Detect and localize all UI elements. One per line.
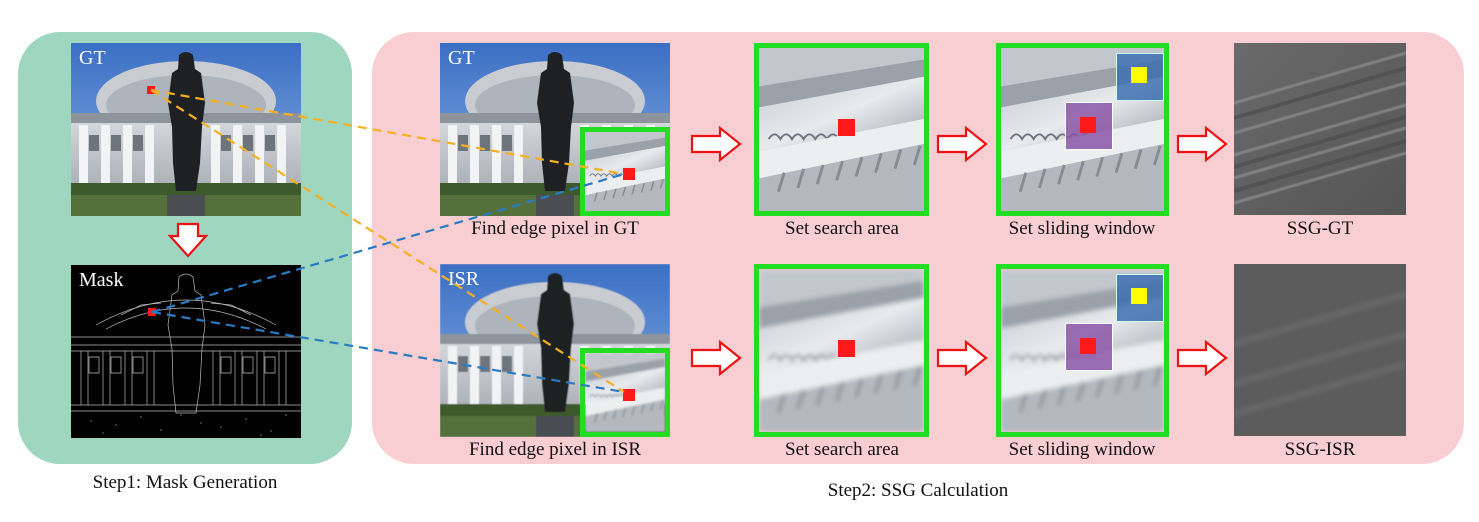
right-arrow-icon (690, 126, 742, 162)
gt-image-label: GT (79, 47, 106, 69)
isr-target-pixel (1131, 288, 1147, 304)
isr-search-area (754, 264, 929, 437)
down-arrow-icon (168, 222, 208, 258)
isr-sliding-window-area (996, 264, 1169, 437)
gt-edge-image: GT (440, 43, 670, 216)
caption-search-area-gt: Set search area (785, 218, 899, 239)
gt-zoom-inset (580, 127, 670, 216)
gt-target-pixel (1131, 67, 1147, 83)
step2-caption: Step2: SSG Calculation (827, 480, 1009, 501)
ssg-gt-map (1234, 43, 1406, 215)
gt-search-area (754, 43, 929, 216)
gt-edge-image-label: GT (448, 47, 475, 69)
caption-sliding-window-gt: Set sliding window (1008, 218, 1156, 239)
mask-link-line (151, 310, 625, 394)
ssg-isr-map (1234, 264, 1406, 436)
right-arrow-icon (1176, 340, 1228, 376)
right-arrow-icon (1176, 126, 1228, 162)
gt-sliding-window-area (996, 43, 1169, 216)
caption-search-area-isr: Set search area (785, 439, 899, 460)
isr-zoom-inset (580, 348, 670, 437)
isr-inset-pixel (623, 389, 635, 401)
caption-sliding-window-isr: Set sliding window (1008, 439, 1156, 460)
isr-search-pixel (838, 340, 855, 357)
isr-window-pixel (1080, 338, 1096, 354)
gt-search-pixel (838, 119, 855, 136)
gt-window-pixel (1080, 117, 1096, 133)
mask-link-line (151, 172, 625, 314)
caption-ssg-gt: SSG-GT (1286, 218, 1354, 239)
caption-find-edge-isr: Find edge pixel in ISR (468, 439, 642, 460)
gt-link-line (150, 88, 625, 176)
gt-inset-pixel (623, 168, 635, 180)
right-arrow-icon (690, 340, 742, 376)
caption-ssg-isr: SSG-ISR (1284, 439, 1356, 460)
gt-link-line (150, 89, 625, 393)
right-arrow-icon (936, 340, 988, 376)
right-arrow-icon (936, 126, 988, 162)
caption-find-edge-gt: Find edge pixel in GT (471, 218, 639, 239)
step1-caption: Step1: Mask Generation (92, 472, 278, 493)
mask-image-label: Mask (79, 269, 124, 291)
